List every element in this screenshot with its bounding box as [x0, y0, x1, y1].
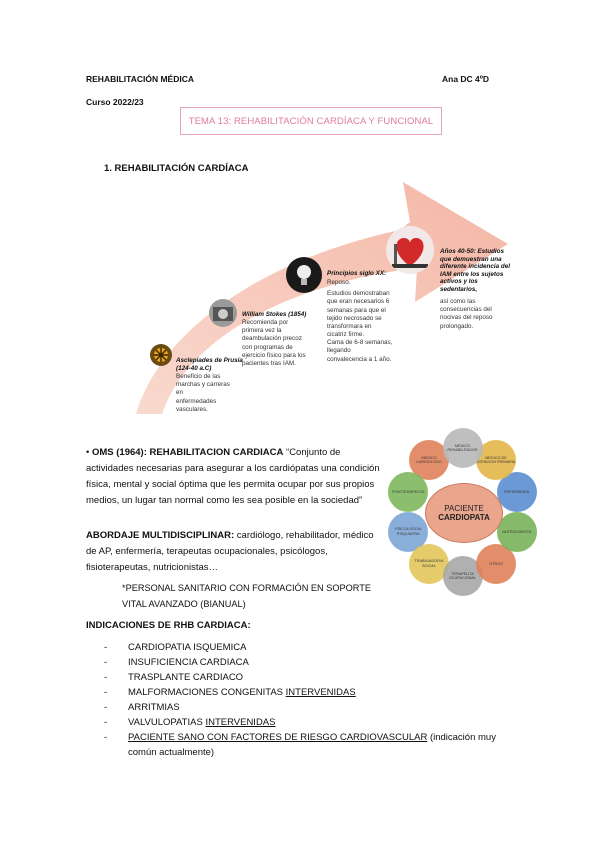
diagram-node: MEDICO DE ATENCION PRIMARIA: [476, 440, 516, 481]
list-item: MALFORMACIONES CONGENITAS INTERVENIDAS: [104, 685, 524, 700]
timeline-4-title: Años 40-50: Estudios que demuestran una …: [440, 248, 510, 293]
stokes-icon: [209, 299, 237, 327]
indicaciones-list: CARDIOPATIA ISQUEMICA INSUFICIENCIA CARD…: [104, 640, 524, 760]
author-header: Ana DC 4ºD: [442, 74, 490, 84]
abordaje-paragraph: ABORDAJE MULTIDISCIPLINAR: cardiólogo, r…: [86, 530, 374, 573]
diagram-node: NUTRICIONISTA: [496, 511, 537, 552]
list-item: TRASPLANTE CARDIACO: [104, 670, 524, 685]
list-item: VALVULOPATIAS INTERVENIDAS: [104, 715, 524, 730]
page-title: TEMA 13: REHABILITACIÓN CARDÍACA Y FUNCI…: [180, 107, 442, 135]
list-item: ARRITMIAS: [104, 700, 524, 715]
bulb-icon: [286, 257, 322, 293]
list-item: INSUFICIENCIA CARDIACA: [104, 655, 524, 670]
diagram-node: ENFERMERIA: [496, 472, 537, 513]
timeline-1-title: Asclepiades de Prusia (124-40 a.C): [176, 357, 243, 372]
oms-definition: • OMS (1964): REHABILITACION CARDIACA “C…: [86, 447, 380, 506]
timeline-3-title: Principios siglo XX:: [327, 270, 387, 277]
heart-treadmill-icon: [386, 226, 434, 274]
indicaciones-heading: INDICACIONES DE RHB CARDIACA:: [86, 620, 251, 631]
personal-note: *PERSONAL SANITARIO CON FORMACIÓN EN SOP…: [122, 583, 371, 609]
diagram-node: TRABAJADOR/A SOCIAL: [408, 543, 449, 584]
list-item: CARDIOPATIA ISQUEMICA: [104, 640, 524, 655]
bullet-dot: •: [86, 447, 92, 458]
timeline-2-title: William Stokes (1854): [242, 311, 307, 318]
asclepiades-icon: [150, 344, 172, 366]
list-item: PACIENTE SANO CON FACTORES DE RIESGO CAR…: [104, 730, 524, 760]
diagram-node: TERAPEUTA OCUPACIONAL: [442, 556, 483, 596]
section-heading: 1. REHABILITACIÓN CARDÍACA: [104, 163, 249, 174]
diagram-node: MEDICO REHABILITADOR: [442, 428, 483, 468]
course-header: Curso 2022/23: [86, 97, 144, 107]
subject-header: REHABILITACIÓN MÉDICA: [86, 74, 194, 84]
diagram-node: FISIOTERAPEUTA: [388, 472, 429, 513]
